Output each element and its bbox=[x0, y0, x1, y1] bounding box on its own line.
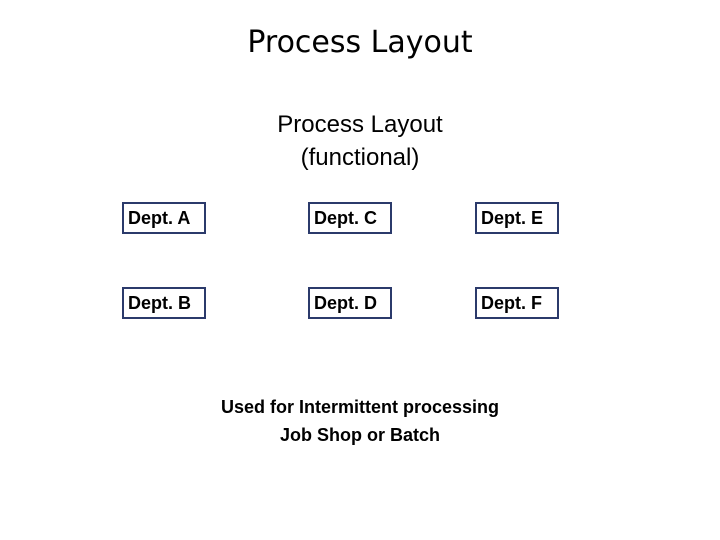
dept-box-d-label: Dept. D bbox=[314, 293, 377, 313]
dept-box-b-label: Dept. B bbox=[128, 293, 191, 313]
subtitle-block: Process Layout (functional) bbox=[0, 108, 720, 174]
dept-box-a-label: Dept. A bbox=[128, 208, 191, 228]
subtitle-line-1: Process Layout bbox=[277, 111, 443, 138]
dept-box-d: Dept. D bbox=[308, 287, 392, 319]
dept-box-a: Dept. A bbox=[122, 202, 206, 234]
dept-box-f-label: Dept. F bbox=[481, 293, 542, 313]
dept-box-e-label: Dept. E bbox=[481, 208, 544, 228]
subtitle-line-2: (functional) bbox=[300, 144, 420, 171]
page-title: Process Layout bbox=[247, 25, 473, 60]
caption-block: Used for Intermittent processing Job Sho… bbox=[0, 393, 720, 449]
dept-box-e: Dept. E bbox=[475, 202, 559, 234]
caption-line-2: Job Shop or Batch bbox=[279, 425, 440, 445]
dept-box-f: Dept. F bbox=[475, 287, 559, 319]
dept-box-b: Dept. B bbox=[122, 287, 206, 319]
caption-line-1: Used for Intermittent processing bbox=[220, 397, 500, 417]
dept-box-c: Dept. C bbox=[308, 202, 392, 234]
dept-box-c-label: Dept. C bbox=[314, 208, 377, 228]
